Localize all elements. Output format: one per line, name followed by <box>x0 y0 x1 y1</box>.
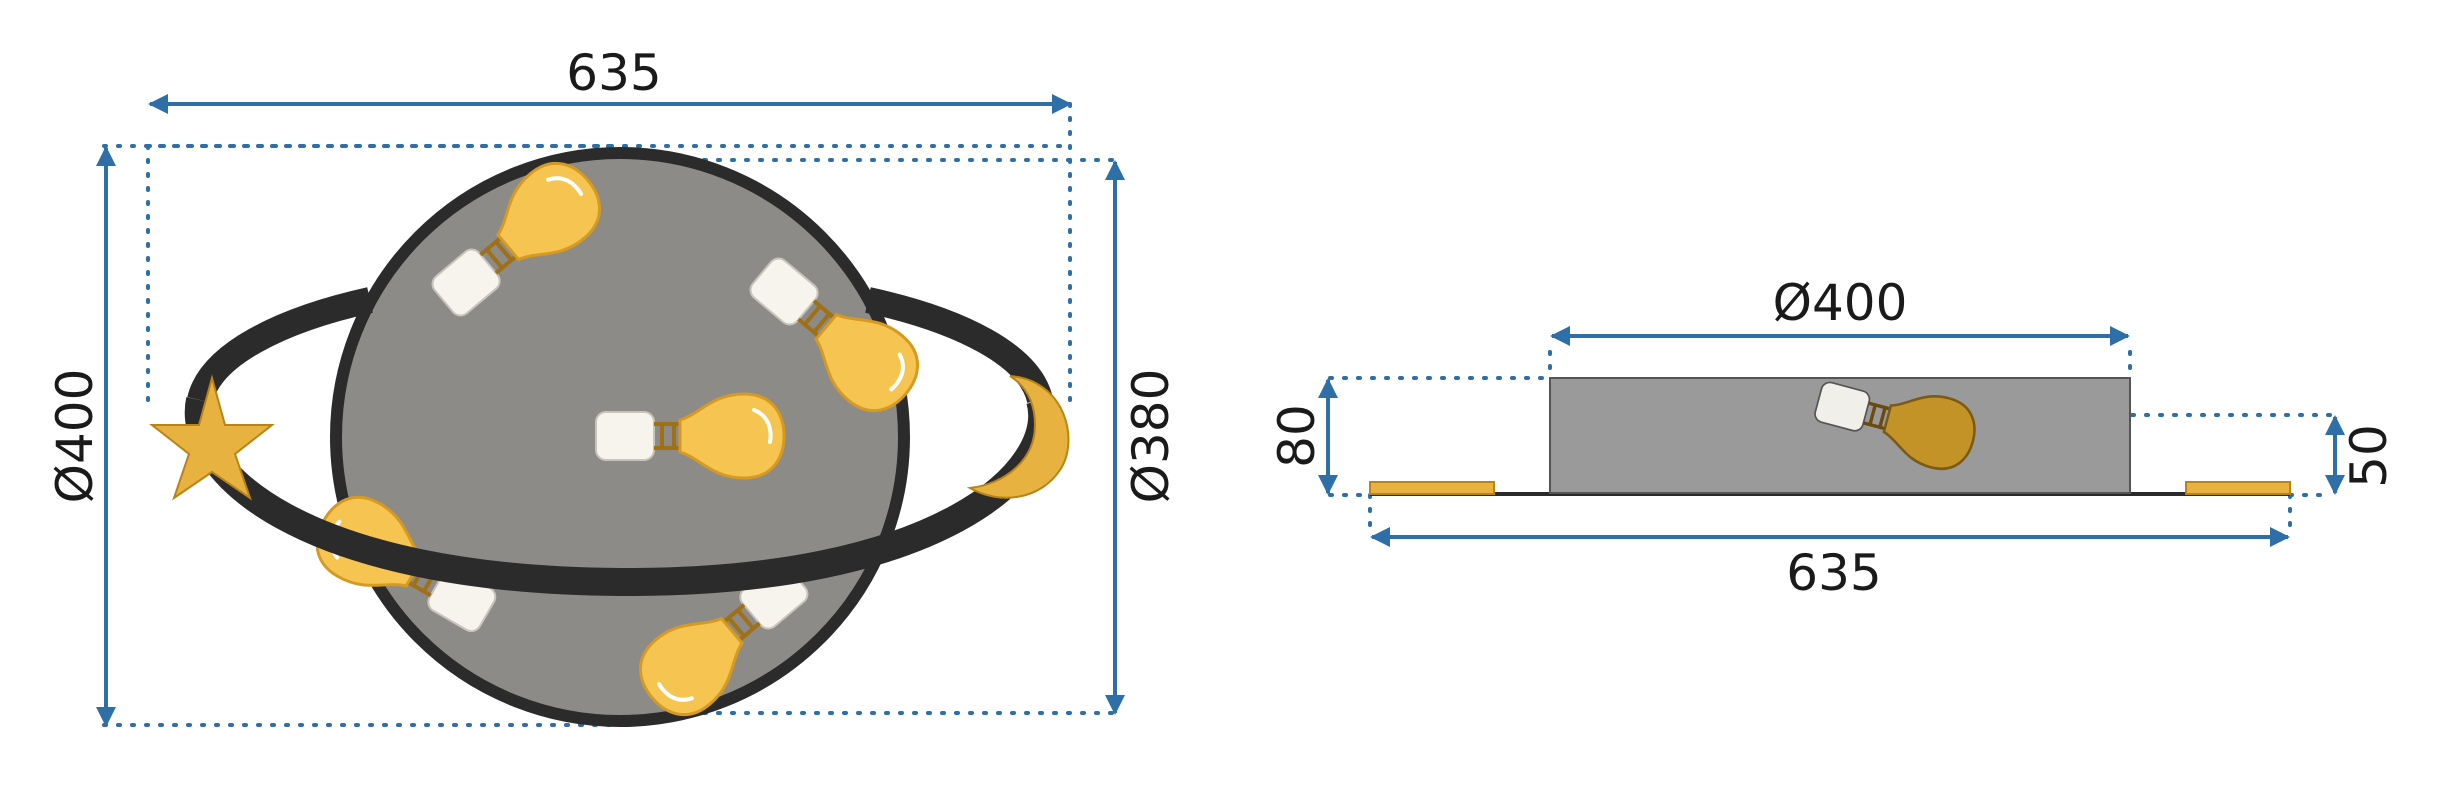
bulb-icon <box>1814 381 1976 471</box>
moon-icon <box>966 375 1070 499</box>
top-ring-height-label: Ø380 <box>1122 369 1180 504</box>
side-right-ornament <box>2185 481 2291 495</box>
side-diameter-label: Ø400 <box>1773 274 1908 332</box>
side-view-extension-lines <box>1328 350 2332 534</box>
star-icon <box>149 374 275 501</box>
side-body-height-label: 50 <box>2340 424 2398 488</box>
side-width-label: 635 <box>1786 544 1881 602</box>
side-left-ornament <box>1369 481 1495 495</box>
side-view: Ø400 80 50 635 <box>1268 274 2398 602</box>
top-width-label: 635 <box>566 44 661 102</box>
side-height-label: 80 <box>1268 404 1326 468</box>
top-view: 635 Ø400 Ø380 <box>46 44 1180 732</box>
top-height-label: Ø400 <box>46 369 104 504</box>
